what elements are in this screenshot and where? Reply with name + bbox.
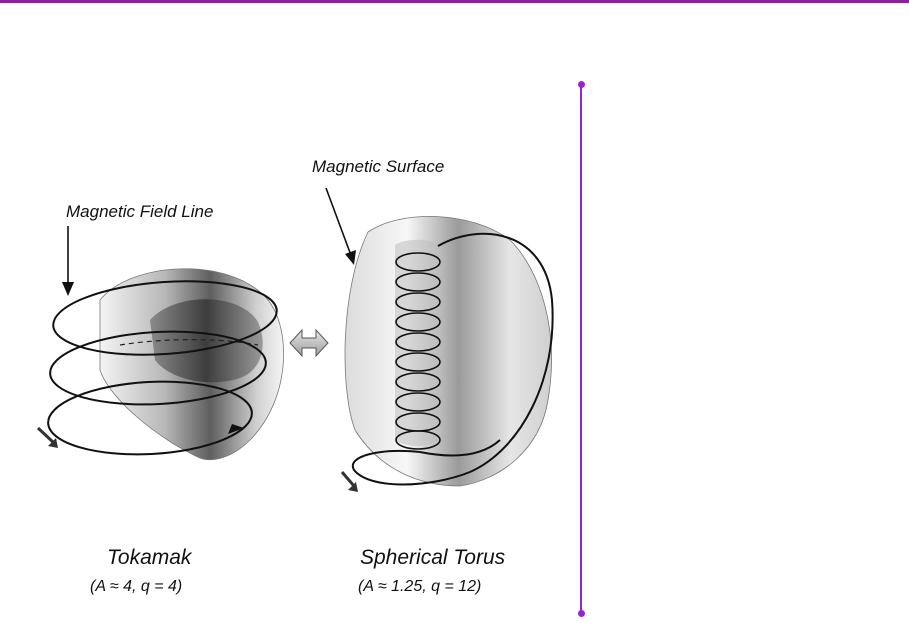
top-accent-rule bbox=[0, 0, 909, 3]
tokamak-title: Tokamak bbox=[107, 546, 192, 569]
field-line-pointer-arrowhead bbox=[62, 282, 74, 296]
st-direction-arrow-icon bbox=[340, 471, 356, 487]
spherical-torus-title: Spherical Torus bbox=[360, 546, 506, 569]
surface-pointer-arrow bbox=[325, 187, 353, 259]
surface-pointer-arrowhead bbox=[345, 250, 356, 265]
divider-bottom-dot bbox=[577, 610, 585, 617]
spherical-torus-illustration bbox=[325, 187, 554, 492]
surface-label: Magnetic Surface bbox=[312, 157, 445, 176]
st-direction-arrowhead-icon bbox=[348, 482, 358, 492]
tokamak-hidden-line bbox=[119, 339, 259, 346]
field-arrowhead bbox=[228, 424, 244, 434]
divider-top-dot bbox=[577, 81, 585, 88]
vertical-divider bbox=[580, 84, 582, 614]
tokamak-field-line bbox=[47, 280, 278, 456]
tokamak-inner-hole bbox=[150, 299, 263, 383]
field-line-label: Magnetic Field Line bbox=[66, 202, 214, 221]
direction-arrowhead-icon bbox=[48, 438, 58, 448]
double-arrow-icon bbox=[289, 328, 329, 358]
spherical-torus-surface bbox=[344, 215, 552, 487]
tokamak-illustration bbox=[36, 226, 284, 461]
direction-arrow-icon bbox=[36, 426, 56, 445]
spherical-torus-field-line bbox=[351, 232, 554, 486]
spherical-torus-params: (A ≈ 1.25, q = 12) bbox=[358, 578, 482, 595]
tokamak-params: (A ≈ 4, q = 4) bbox=[90, 578, 183, 595]
